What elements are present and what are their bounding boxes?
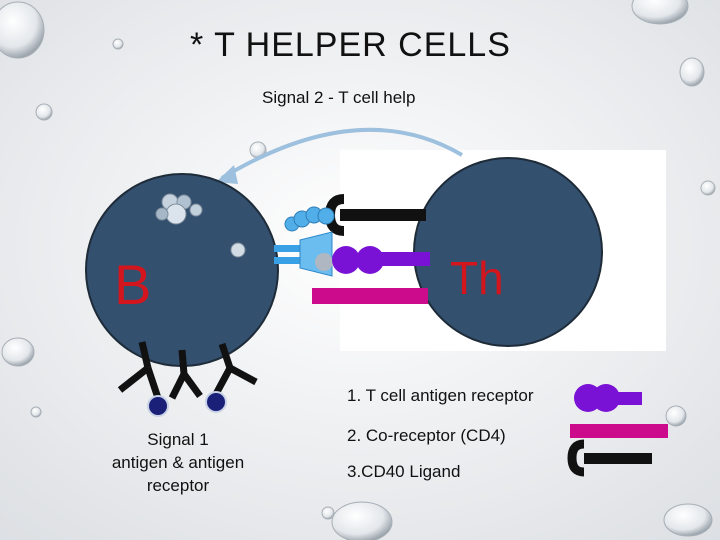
b-cell-receptor-left [117,341,162,400]
legend-item-cd40-ligand: 3.CD40 Ligand [347,462,461,481]
signal2-label: Signal 2 - T cell help [262,88,416,107]
peptide-antigen [315,253,333,271]
t-cell-label: Th [450,252,504,304]
signal1-line: antigen & antigen [111,453,245,472]
legend-tcr-icon [574,384,642,412]
legend-cd40-ligand-icon [567,439,652,477]
t-helper-cell [413,157,603,347]
cd40-receptor [284,206,335,232]
cd40-ligand-stalk [340,209,426,221]
t-cell-receptor [332,246,430,274]
signal1-label: Signal 1 antigen & antigen receptor [92,428,264,497]
antigen-particle [147,395,169,417]
b-cell-receptor-middle [168,349,203,400]
legend-item-tcr: 1. T cell antigen receptor [347,386,534,405]
legend-cd4-icon [570,424,668,438]
signal2-arrow [220,127,464,180]
cd4-coreceptor [312,288,428,304]
legend-item-cd4: 2. Co-receptor (CD4) [347,426,506,445]
b-cell-label: B [114,253,151,316]
signal2-arrowhead [216,165,238,184]
slide-title: * T HELPER CELLS [190,26,511,64]
signal1-line: receptor [146,476,210,495]
antigen-particle [205,391,227,413]
internalized-antigen [155,193,246,258]
signal1-line: Signal 1 [147,430,209,449]
b-cell-receptor-right [212,342,258,396]
